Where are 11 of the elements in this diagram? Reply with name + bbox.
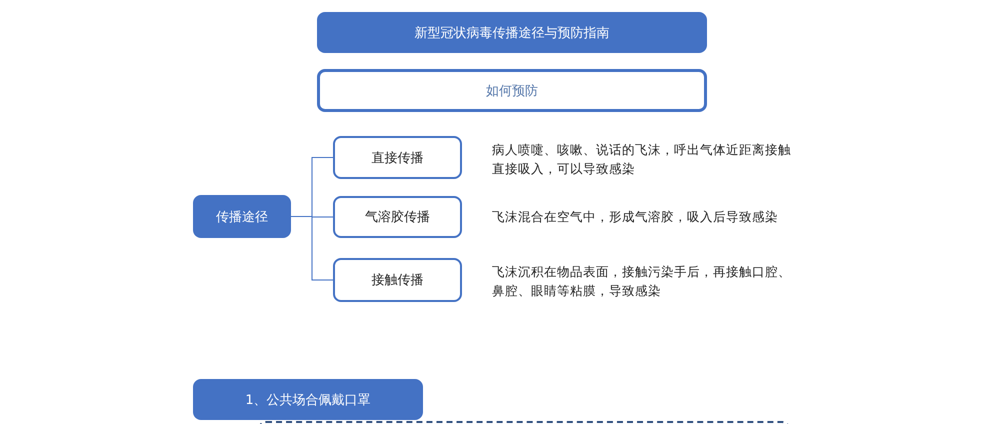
topic-box: 传播途径 <box>193 195 291 238</box>
branch-box: 接触传播 <box>333 258 462 302</box>
description-text: 病人喷嚏、咳嗽、说话的飞沫，呼出气体近距离接触直接吸入，可以导致感染 <box>492 141 792 178</box>
title-banner: 新型冠状病毒传播途径与预防指南 <box>317 12 707 53</box>
description-text: 飞沫沉积在物品表面，接触污染手后，再接触口腔、鼻腔、眼睛等粘膜，导致感染 <box>492 263 792 300</box>
branch-box: 直接传播 <box>333 136 462 179</box>
connector-line <box>290 216 334 280</box>
step-box: 1、公共场合佩戴口罩 <box>193 379 423 420</box>
branch-box: 气溶胶传播 <box>333 196 462 238</box>
section-box: 如何预防 <box>317 69 707 112</box>
description-text: 飞沫混合在空气中，形成气溶胶，吸入后导致感染 <box>492 208 779 226</box>
